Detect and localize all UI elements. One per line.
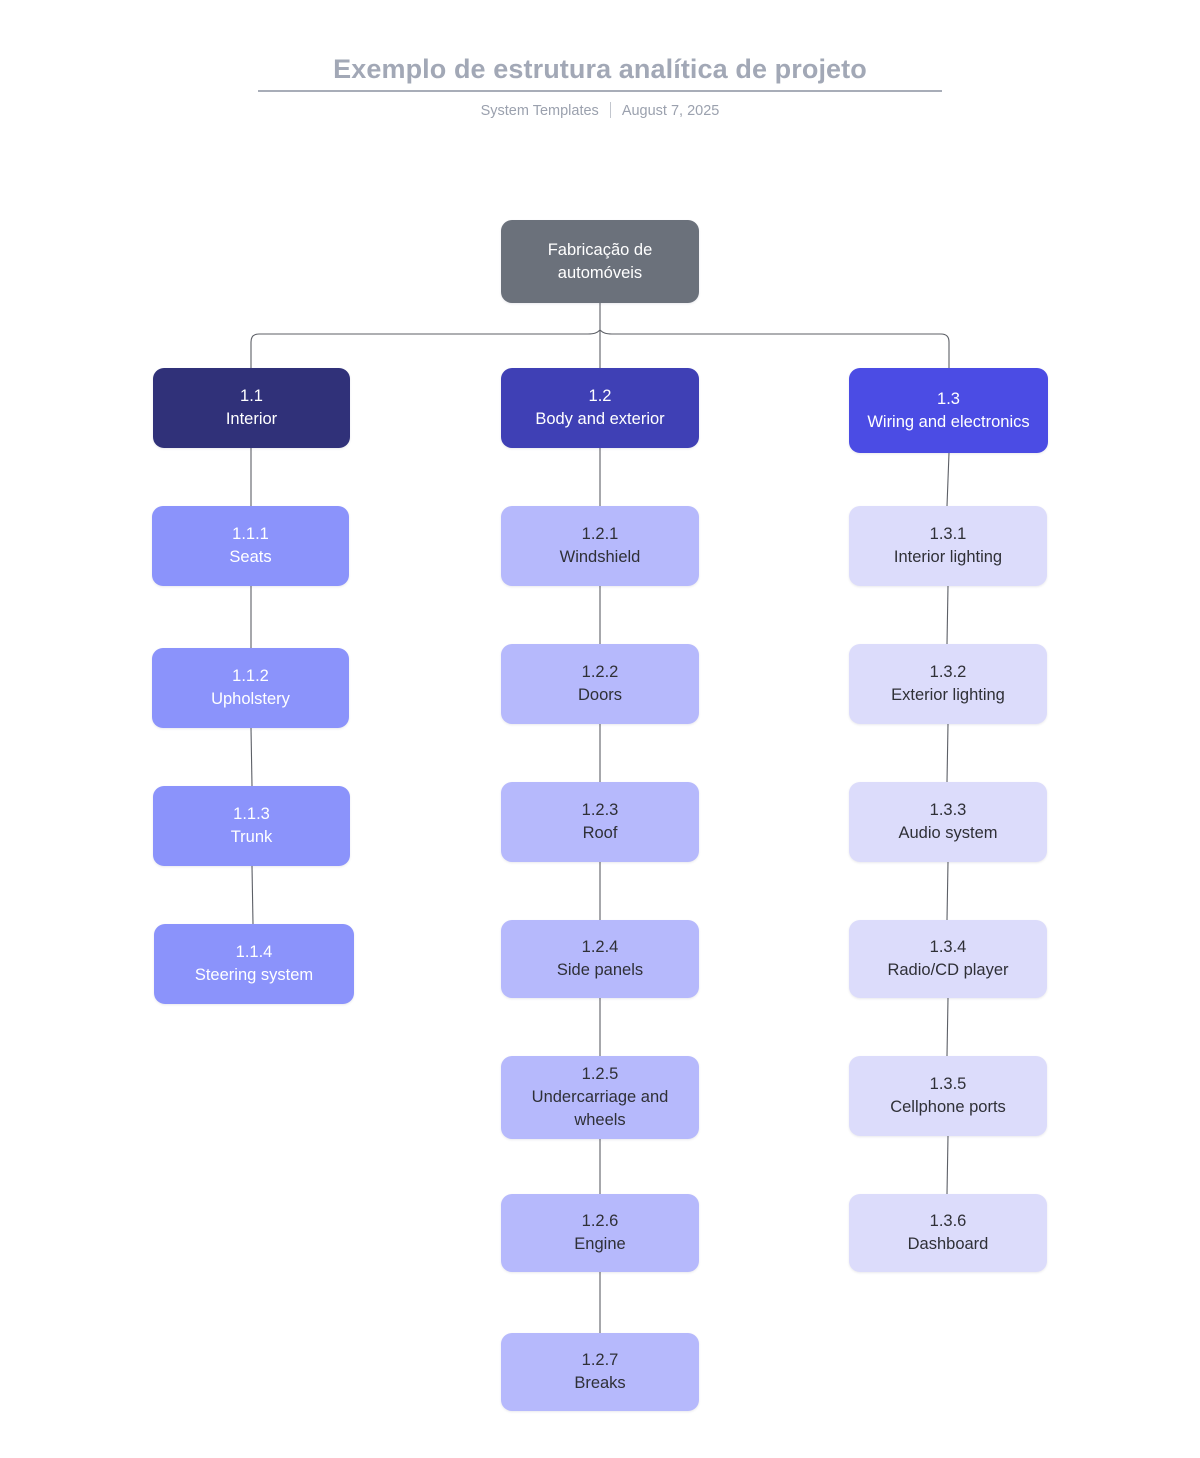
node-1-3-5[interactable]: 1.3.5 Cellphone ports [849,1056,1047,1136]
node-1-2-label: Body and exterior [535,410,665,428]
node-1-2-7[interactable]: 1.2.7 Breaks [501,1333,699,1411]
node-1-2-4-code: 1.2.4 [581,938,619,956]
node-1-3-3-label: Audio system [898,824,998,842]
node-1-2-7-label: Breaks [574,1374,626,1392]
header-meta: System Templates August 7, 2025 [258,101,942,121]
node-1-2-4[interactable]: 1.2.4 Side panels [501,920,699,998]
node-1-1[interactable]: 1.1 Interior [153,368,350,448]
connector-1-3-3-to-1-3-4 [946,861,949,921]
node-1-2[interactable]: 1.2 Body and exterior [501,368,699,448]
node-root[interactable]: Fabricação de automóveis [501,220,699,303]
node-1-2-2-label: Doors [577,686,622,704]
connector-1-3-5-to-1-3-6 [946,1135,949,1195]
node-1-1-3-label: Trunk [230,828,273,846]
node-1-2-1[interactable]: 1.2.1 Windshield [501,506,699,586]
node-1-2-1-label: Windshield [559,548,641,566]
node-1-1-label: Interior [225,410,278,428]
node-1-2-4-label: Side panels [556,961,644,979]
node-1-3-code: 1.3 [937,389,960,408]
node-1-3-4[interactable]: 1.3.4 Radio/CD player [849,920,1047,998]
node-1-1-4-code: 1.1.4 [235,943,273,961]
node-1-3-2[interactable]: 1.3.2 Exterior lighting [849,644,1047,724]
node-1-1-2-label: Upholstery [211,690,290,708]
connector-1-1-3-to-1-1-4 [251,865,254,925]
connector-1-3-2-to-1-3-3 [946,723,949,783]
node-1-3-6-code: 1.3.6 [929,1212,967,1230]
node-1-3-2-label: Exterior lighting [891,686,1005,704]
connector-1-3-to-1-3-1 [946,452,950,507]
node-1-3-4-code: 1.3.4 [929,938,967,956]
node-1-2-2[interactable]: 1.2.2 Doors [501,644,699,724]
node-1-3-5-label: Cellphone ports [890,1098,1006,1116]
node-1-2-code: 1.2 [588,387,612,405]
node-1-3-5-code: 1.3.5 [929,1075,967,1093]
node-1-2-7-code: 1.2.7 [581,1351,619,1369]
node-1-3-2-code: 1.3.2 [929,663,967,681]
node-1-2-2-code: 1.2.2 [581,663,619,681]
document-header: Exemplo de estrutura analítica de projet… [0,0,1200,140]
node-1-3-1[interactable]: 1.3.1 Interior lighting [849,506,1047,586]
connector-1-1-2-to-1-1-3 [250,727,253,787]
node-1-3-3[interactable]: 1.3.3 Audio system [849,782,1047,862]
node-1-2-6[interactable]: 1.2.6 Engine [501,1194,699,1272]
node-1-3-6[interactable]: 1.3.6 Dashboard [849,1194,1047,1272]
node-1-2-5-code: 1.2.5 [581,1065,619,1083]
node-1-2-3-code: 1.2.3 [581,801,619,819]
node-1-1-code: 1.1 [240,387,263,405]
node-1-3-1-code: 1.3.1 [929,525,967,543]
node-1-1-1-code: 1.1.1 [232,525,269,543]
connector-root-to-1-1 [250,329,601,368]
node-1-3-6-label: Dashboard [907,1235,989,1253]
header-author: System Templates [480,103,599,119]
node-1-1-3[interactable]: 1.1.3 Trunk [153,786,350,866]
node-1-2-3-label: Roof [582,824,618,842]
node-1-2-5[interactable]: 1.2.5 Undercarriage and wheels [501,1056,699,1139]
header-date: August 7, 2025 [621,103,720,119]
node-1-1-2[interactable]: 1.1.2 Upholstery [152,648,349,728]
node-1-3-4-label: Radio/CD player [887,961,1009,979]
node-1-1-4-label: Steering system [194,966,314,984]
node-1-3[interactable]: 1.3 Wiring and electronics [849,368,1048,453]
connector-1-3-1-to-1-3-2 [946,585,949,645]
node-1-3-3-code: 1.3.3 [929,801,967,819]
node-1-2-6-code: 1.2.6 [581,1212,619,1230]
connector-1-3-4-to-1-3-5 [946,997,949,1057]
node-1-1-3-code: 1.1.3 [233,805,270,823]
node-1-2-6-label: Engine [574,1235,626,1253]
node-1-1-1[interactable]: 1.1.1 Seats [152,506,349,586]
node-1-2-3[interactable]: 1.2.3 Roof [501,782,699,862]
meta-separator [609,102,611,118]
title-divider [258,90,942,92]
node-1-3-1-label: Interior lighting [893,548,1003,566]
node-1-1-1-label: Seats [229,548,272,566]
node-1-1-4[interactable]: 1.1.4 Steering system [154,924,354,1004]
node-1-3-label: Wiring and electronics [867,412,1030,431]
connector-root-to-1-3 [599,329,950,368]
node-root-label: Fabricação de automóveis [547,240,653,282]
node-1-2-5-label: Undercarriage and wheels [531,1088,669,1129]
node-1-1-2-code: 1.1.2 [232,667,269,685]
page-title: Exemplo de estrutura analítica de projet… [333,54,867,84]
node-1-2-1-code: 1.2.1 [581,525,619,543]
